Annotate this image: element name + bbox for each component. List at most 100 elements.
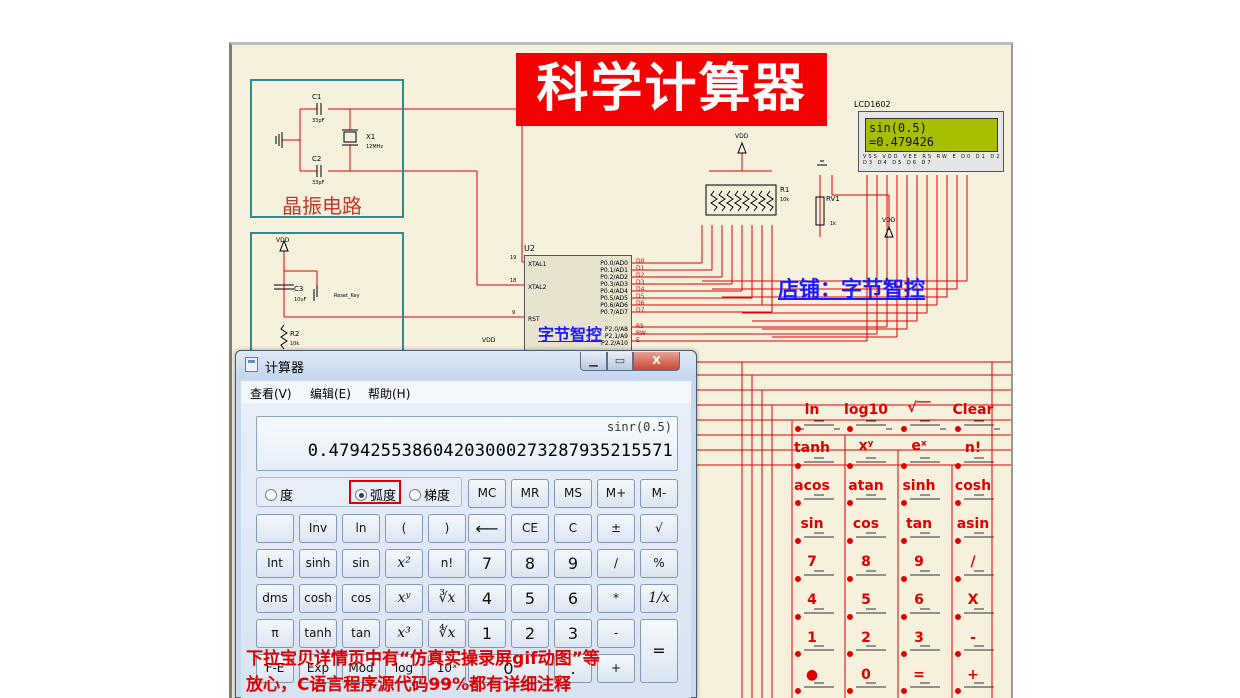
negate-button[interactable]: ± bbox=[597, 514, 635, 543]
menu-help[interactable]: 帮助(H) bbox=[368, 387, 411, 401]
mr-button[interactable]: MR bbox=[511, 479, 549, 508]
key-acos: acos bbox=[794, 478, 830, 494]
mcu-pin-num-19: 19 bbox=[510, 255, 517, 261]
mod-button[interactable]: Mod bbox=[342, 654, 380, 683]
vdd-label-4: VDD bbox=[482, 337, 496, 344]
minimize-button[interactable]: ▁ bbox=[580, 352, 607, 371]
key-ln: ln bbox=[804, 402, 820, 418]
mcu-pin-xtal1: XTAL1 bbox=[528, 261, 547, 268]
key-log10: log10 bbox=[844, 402, 888, 418]
cube-button[interactable]: x³ bbox=[385, 619, 423, 648]
vdd-label-2: VDD bbox=[735, 133, 749, 140]
menu-view[interactable]: 查看(V) bbox=[250, 387, 292, 401]
close-paren-button[interactable]: ) bbox=[428, 514, 466, 543]
percent-button[interactable]: % bbox=[640, 549, 678, 578]
pi-button[interactable]: π bbox=[256, 619, 294, 648]
sin-button[interactable]: sin bbox=[342, 549, 380, 578]
key-minus: - bbox=[970, 630, 976, 646]
tanh-button[interactable]: tanh bbox=[299, 619, 337, 648]
digit-6-button[interactable]: 6 bbox=[554, 584, 592, 613]
blank-button[interactable] bbox=[256, 514, 294, 543]
r2-value: 10k bbox=[290, 341, 300, 347]
sinh-button[interactable]: sinh bbox=[299, 549, 337, 578]
calculator-titlebar[interactable]: 计算器 ▁ ▭ X bbox=[236, 351, 696, 379]
digit-5-button[interactable]: 5 bbox=[511, 584, 549, 613]
square-button[interactable]: x² bbox=[385, 549, 423, 578]
exp-button[interactable]: Exp bbox=[299, 654, 337, 683]
c2-value: 33pF bbox=[312, 180, 325, 186]
mcu-pin-p06: P0.6/AD6 bbox=[600, 302, 628, 309]
key-cosh: cosh bbox=[954, 478, 992, 494]
fe-button[interactable]: F-E bbox=[256, 654, 294, 683]
key-asin: asin bbox=[956, 516, 990, 532]
rv1-value: 1k bbox=[830, 221, 837, 227]
mc-button[interactable]: MC bbox=[468, 479, 506, 508]
tan-button[interactable]: tan bbox=[342, 619, 380, 648]
key-tan: tan bbox=[905, 516, 933, 532]
digit-3-button[interactable]: 3 bbox=[554, 619, 592, 648]
plus-button[interactable]: + bbox=[597, 654, 635, 683]
ce-button[interactable]: CE bbox=[511, 514, 549, 543]
digit-7-button[interactable]: 7 bbox=[468, 549, 506, 578]
cos-button[interactable]: cos bbox=[342, 584, 380, 613]
equals-button[interactable]: = bbox=[640, 619, 678, 683]
key-xy: xʸ bbox=[858, 438, 874, 454]
key-ex: eˣ bbox=[911, 438, 927, 454]
m-minus-button[interactable]: M- bbox=[640, 479, 678, 508]
key-4: 4 bbox=[807, 592, 817, 608]
divide-button[interactable]: / bbox=[597, 549, 635, 578]
log-button[interactable]: log bbox=[385, 654, 423, 683]
net-d7: D7 bbox=[636, 307, 645, 314]
angle-radians-radio[interactable]: 弧度 bbox=[355, 485, 396, 504]
vdd-label-1: VDD bbox=[276, 237, 290, 244]
angle-degrees-label: 度 bbox=[280, 489, 294, 504]
backspace-button[interactable]: ⟵ bbox=[468, 514, 506, 543]
key-0: 0 bbox=[861, 667, 871, 683]
mcu-pin-p07: P0.7/AD7 bbox=[600, 309, 628, 316]
mcu-pin-xtal2: XTAL2 bbox=[528, 284, 547, 291]
digit-9-button[interactable]: 9 bbox=[554, 549, 592, 578]
angle-grads-label: 梯度 bbox=[424, 489, 451, 504]
dms-button[interactable]: dms bbox=[256, 584, 294, 613]
angle-degrees-radio[interactable]: 度 bbox=[265, 485, 293, 504]
minus-button[interactable]: - bbox=[597, 619, 635, 648]
ms-button[interactable]: MS bbox=[554, 479, 592, 508]
digit-0-button[interactable]: 0 bbox=[468, 654, 549, 683]
factorial-button[interactable]: n! bbox=[428, 549, 466, 578]
inv-button[interactable]: Inv bbox=[299, 514, 337, 543]
c2-label: C2 bbox=[312, 155, 322, 163]
menu-edit[interactable]: 编辑(E) bbox=[310, 387, 351, 401]
lcd-module: sin(0.5) =0.479426 VSS VDD VEE RS RW E D… bbox=[858, 111, 1004, 172]
u2-label: U2 bbox=[524, 244, 535, 253]
ln-button[interactable]: ln bbox=[342, 514, 380, 543]
digit-2-button[interactable]: 2 bbox=[511, 619, 549, 648]
mcu-pin-num-18: 18 bbox=[510, 278, 517, 284]
decimal-button[interactable]: . bbox=[554, 654, 592, 683]
maximize-button[interactable]: ▭ bbox=[607, 352, 633, 371]
open-paren-button[interactable]: ( bbox=[385, 514, 423, 543]
ten-power-button[interactable]: 10ˣ bbox=[428, 654, 466, 683]
power-button[interactable]: xʸ bbox=[385, 584, 423, 613]
key-2: 2 bbox=[861, 630, 871, 646]
key-sin: sin bbox=[800, 516, 824, 532]
digit-1-button[interactable]: 1 bbox=[468, 619, 506, 648]
schematic-wires bbox=[274, 103, 1011, 698]
nth-root-button[interactable]: ∜x bbox=[428, 619, 466, 648]
clear-button[interactable]: C bbox=[554, 514, 592, 543]
digit-8-button[interactable]: 8 bbox=[511, 549, 549, 578]
cube-root-button[interactable]: ∛x bbox=[428, 584, 466, 613]
multiply-button[interactable]: * bbox=[597, 584, 635, 613]
sqrt-button[interactable]: √ bbox=[640, 514, 678, 543]
lcd-model-label: LCD1602 bbox=[854, 100, 891, 109]
cosh-button[interactable]: cosh bbox=[299, 584, 337, 613]
promo-caption-line-2: 放心，C语言程序源代码99%都有详细注释 bbox=[246, 675, 572, 695]
int-button[interactable]: Int bbox=[256, 549, 294, 578]
m-plus-button[interactable]: M+ bbox=[597, 479, 635, 508]
angle-grads-radio[interactable]: 梯度 bbox=[409, 485, 450, 504]
net-d4: D4 bbox=[636, 286, 645, 293]
mcu-pin-p03: P0.3/AD3 bbox=[600, 281, 628, 288]
close-button[interactable]: X bbox=[633, 352, 680, 371]
r2-label: R2 bbox=[290, 330, 300, 338]
reciprocal-button[interactable]: 1/x bbox=[640, 584, 678, 613]
digit-4-button[interactable]: 4 bbox=[468, 584, 506, 613]
